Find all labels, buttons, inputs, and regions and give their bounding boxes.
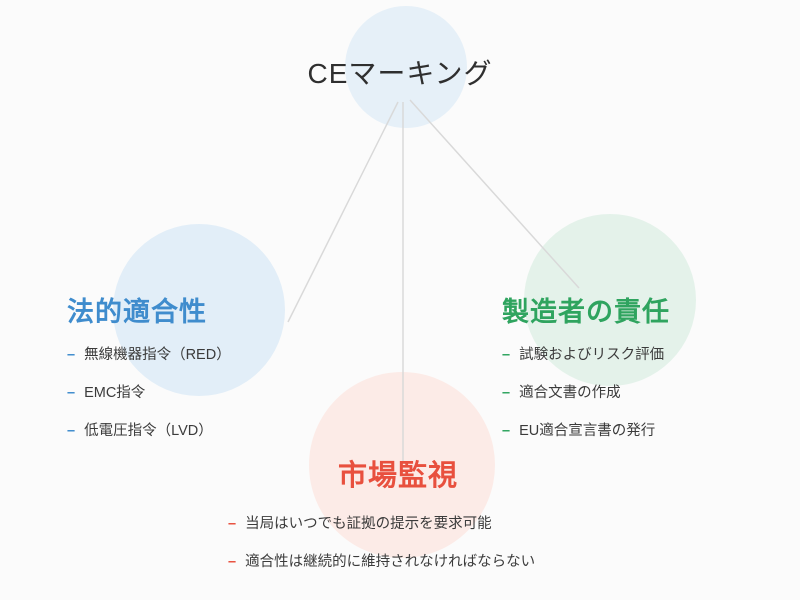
list-item: – 適合性は継続的に維持されなければならない [228,550,535,571]
dash-bullet: – [67,385,76,401]
list-item: – 適合文書の作成 [502,381,670,402]
dash-bullet: – [502,347,511,363]
branch-item-list: – 無線機器指令（RED） – EMC指令 – 低電圧指令（LVD） [67,343,231,440]
list-item: – EU適合宣言書の発行 [502,419,670,440]
branch-title-manufacturer-responsibility: 製造者の責任 [502,297,670,327]
list-item: – 低電圧指令（LVD） [67,419,231,440]
list-item-label: 試験およびリスク評価 [519,347,665,363]
branch-title-market-surveillance: 市場監視 [338,460,459,492]
dash-bullet: – [67,347,76,363]
bottom-circle-decoration [309,372,495,558]
list-item-label: 低電圧指令（LVD） [84,423,213,439]
branch-market-surveillance: 市場監視 – 当局はいつでも証拠の提示を要求可能 – 適合性は継続的に維持されな… [228,452,535,588]
connector-line-left [287,101,399,323]
branch-item-list: – 試験およびリスク評価 – 適合文書の作成 – EU適合宣言書の発行 [502,343,670,440]
list-item: – 無線機器指令（RED） [67,343,231,364]
branch-item-list: – 当局はいつでも証拠の提示を要求可能 – 適合性は継続的に維持されなければなら… [228,512,535,571]
dash-bullet: – [502,385,511,401]
branch-title-legal-compliance: 法的適合性 [67,297,207,327]
dash-bullet: – [228,516,237,532]
dash-bullet: – [502,423,511,439]
branch-manufacturer-responsibility: 製造者の責任 – 試験およびリスク評価 – 適合文書の作成 – EU適合宣言書の… [502,290,670,457]
list-item-label: EU適合宣言書の発行 [519,423,656,439]
branch-legal-compliance: 法的適合性 – 無線機器指令（RED） – EMC指令 – 低電圧指令（LVD） [67,290,231,457]
list-item-label: 当局はいつでも証拠の提示を要求可能 [245,516,492,532]
diagram-title: CEマーキング [307,58,493,89]
list-item-label: 無線機器指令（RED） [84,347,231,363]
list-item-label: 適合文書の作成 [519,385,621,401]
list-item: – EMC指令 [67,381,231,402]
list-item-label: 適合性は継続的に維持されなければならない [245,554,536,570]
dash-bullet: – [67,423,76,439]
list-item: – 試験およびリスク評価 [502,343,670,364]
left-circle-decoration [113,224,285,396]
dash-bullet: – [228,554,237,570]
list-item-label: EMC指令 [84,385,146,401]
list-item: – 当局はいつでも証拠の提示を要求可能 [228,512,535,533]
